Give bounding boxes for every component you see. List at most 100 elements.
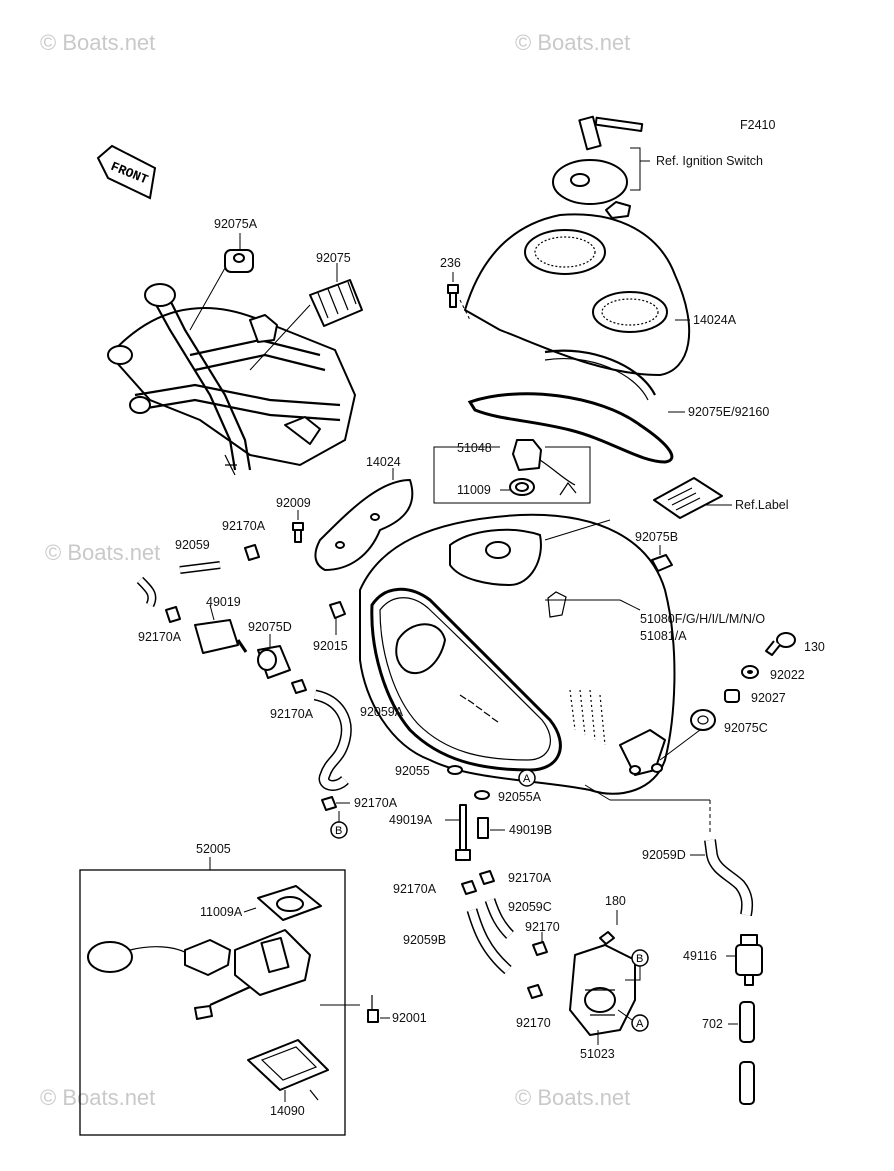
label-130: 130 xyxy=(804,640,825,654)
part-92075A-grommet xyxy=(189,233,254,331)
part-92170A-clamp-4 xyxy=(321,796,350,811)
label-92059B: 92059B xyxy=(403,933,446,947)
marker-a-pump: A xyxy=(617,1009,649,1032)
watermark-bottom-right: © Boats.net xyxy=(515,1085,630,1110)
part-180-bolt xyxy=(599,910,618,945)
label-92059C: 92059C xyxy=(508,900,552,914)
label-92075: 92075 xyxy=(316,251,351,265)
label-92170-2: 92170 xyxy=(516,1016,551,1030)
label-92055: 92055 xyxy=(395,764,430,778)
part-49116-fuel-filter xyxy=(726,934,763,986)
label-49019A: 49019A xyxy=(389,813,433,827)
ref-label-text: Ref.Label xyxy=(735,498,789,512)
ref-ignition-switch-label: Ref. Ignition Switch xyxy=(656,154,763,168)
marker-b-left-text: B xyxy=(335,825,342,837)
marker-a-pump-text: A xyxy=(636,1018,644,1030)
watermark-bottom-left: © Boats.net xyxy=(40,1085,155,1110)
label-51081: 51081/A xyxy=(640,629,687,643)
label-92075A: 92075A xyxy=(214,217,258,231)
part-92027-collar xyxy=(724,689,740,703)
label-92059: 92059 xyxy=(175,538,210,552)
part-92075E-seal xyxy=(467,349,685,464)
part-52005-gauge-assembly-box xyxy=(79,857,346,1136)
label-92170A-4: 92170A xyxy=(354,796,398,810)
label-11009A: 11009A xyxy=(200,905,243,919)
part-92059D-hose xyxy=(690,800,754,917)
ignition-switch-parts xyxy=(552,115,650,219)
part-92009-screw xyxy=(292,510,304,543)
diagram-id: F2410 xyxy=(740,118,775,132)
label-92170A-5: 92170A xyxy=(393,882,437,896)
part-92170A-clamp-1 xyxy=(244,544,260,561)
part-92055A-oring xyxy=(474,790,490,800)
part-14024A-tank-cover xyxy=(464,213,691,376)
part-92075C-damper xyxy=(659,709,716,761)
label-51080: 51080F/G/H/I/L/M/N/O xyxy=(640,612,765,626)
part-92170A-clamp-6 xyxy=(479,870,495,885)
fuel-gauge-float-unit xyxy=(87,929,311,1020)
part-92075-damper xyxy=(249,263,363,371)
label-49116: 49116 xyxy=(683,949,717,963)
label-92055A: 92055A xyxy=(498,790,542,804)
label-51048: 51048 xyxy=(457,441,492,455)
part-92075D-damper xyxy=(257,634,291,679)
label-49019B: 49019B xyxy=(509,823,552,837)
part-51080-fuel-tank xyxy=(359,513,710,801)
part-92170-clamp-1 xyxy=(532,932,548,956)
label-92170A-3: 92170A xyxy=(270,707,314,721)
part-49019-petcock xyxy=(194,604,248,654)
label-180: 180 xyxy=(605,894,626,908)
part-92022-washer xyxy=(741,665,759,679)
label-92075D: 92075D xyxy=(248,620,292,634)
front-arrow-icon: FRONT xyxy=(96,144,157,200)
part-11009A-gasket xyxy=(243,885,322,921)
part-51048-fuel-cap xyxy=(512,439,577,496)
label-236: 236 xyxy=(440,256,461,270)
part-92055-oring xyxy=(447,765,463,775)
label-702: 702 xyxy=(702,1017,723,1031)
watermark-mid-left: © Boats.net xyxy=(45,540,160,565)
label-92075E: 92075E/92160 xyxy=(688,405,769,419)
label-14024: 14024 xyxy=(366,455,401,469)
label-11009: 11009 xyxy=(457,483,491,497)
part-92001-bolt xyxy=(367,995,390,1023)
part-92170A-clamp-3 xyxy=(291,679,307,694)
label-92001: 92001 xyxy=(392,1011,427,1025)
part-92059C-hose xyxy=(484,898,514,939)
label-49019: 49019 xyxy=(206,595,241,609)
label-14024A: 14024A xyxy=(693,313,737,327)
part-130-bolt xyxy=(765,632,796,656)
label-14090: 14090 xyxy=(270,1104,305,1118)
part-14090-gasket xyxy=(247,1039,329,1102)
ref-label-plate xyxy=(653,477,732,519)
label-92022: 92022 xyxy=(770,668,805,682)
part-92059A-hose xyxy=(313,689,352,791)
marker-a-tank-text: A xyxy=(523,773,531,785)
label-92170A-1: 92170A xyxy=(222,519,266,533)
part-92015-clip xyxy=(329,601,346,635)
label-92059D: 92059D xyxy=(642,848,686,862)
label-92170A-6: 92170A xyxy=(508,871,552,885)
label-92015: 92015 xyxy=(313,639,348,653)
part-11009-gasket xyxy=(509,478,535,496)
watermark-top-right: © Boats.net xyxy=(515,30,630,55)
cap-group-bracket xyxy=(433,446,591,504)
marker-b-left: B xyxy=(330,811,348,839)
label-92027: 92027 xyxy=(751,691,786,705)
part-92170A-clamp-5 xyxy=(461,880,477,895)
part-236-screw xyxy=(447,272,471,321)
part-92059-hose xyxy=(136,561,221,608)
watermark-top-left: © Boats.net xyxy=(40,30,155,55)
part-51023-fuel-pump xyxy=(569,944,636,1045)
label-51023: 51023 xyxy=(580,1047,615,1061)
part-92170A-clamp-2 xyxy=(165,606,181,623)
part-92170-clamp-2 xyxy=(527,984,543,999)
part-49019B-valve xyxy=(477,817,505,839)
label-92170A-2: 92170A xyxy=(138,630,182,644)
label-52005: 52005 xyxy=(196,842,231,856)
label-92059A: 92059A xyxy=(360,705,404,719)
label-92009: 92009 xyxy=(276,496,311,510)
label-92075B: 92075B xyxy=(635,530,678,544)
marker-b-pump-text: B xyxy=(636,953,643,965)
